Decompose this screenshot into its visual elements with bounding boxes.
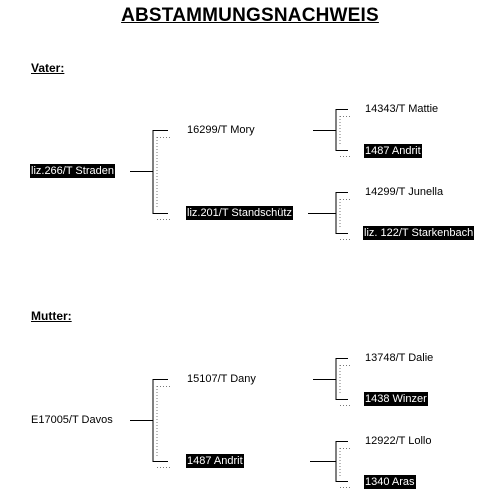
mutter-mother-father-name: 12922/T Lollo [365,435,432,447]
vater-mother-mother-name: liz. 122/T Starkenbach [363,226,475,240]
vater-mother-name: liz.201/T Standschütz [186,206,293,220]
mutter-father-mother-name: 1438 Winzer [364,392,428,406]
document-title: ABSTAMMUNGSNACHWEIS [121,5,379,26]
mutter-father-father-name: 13748/T Dalie [365,352,434,364]
vater-father-father-name: 14343/T Mattie [365,103,439,115]
vater-father-name: 16299/T Mory [187,124,255,136]
vater-label: Vater: [31,61,65,75]
mutter-subject-name: E17005/T Davos [31,414,113,426]
mutter-mother-mother-name: 1340 Aras [364,475,416,489]
vater-mother-father-name: 14299/T Junella [365,186,444,198]
mutter-mother-name: 1487 Andrit [186,454,244,468]
vater-father-mother-name: 1487 Andrit [364,144,422,158]
mutter-label: Mutter: [31,309,72,323]
mutter-father-name: 15107/T Dany [187,373,256,385]
vater-subject-name: liz.266/T Straden [30,164,115,178]
